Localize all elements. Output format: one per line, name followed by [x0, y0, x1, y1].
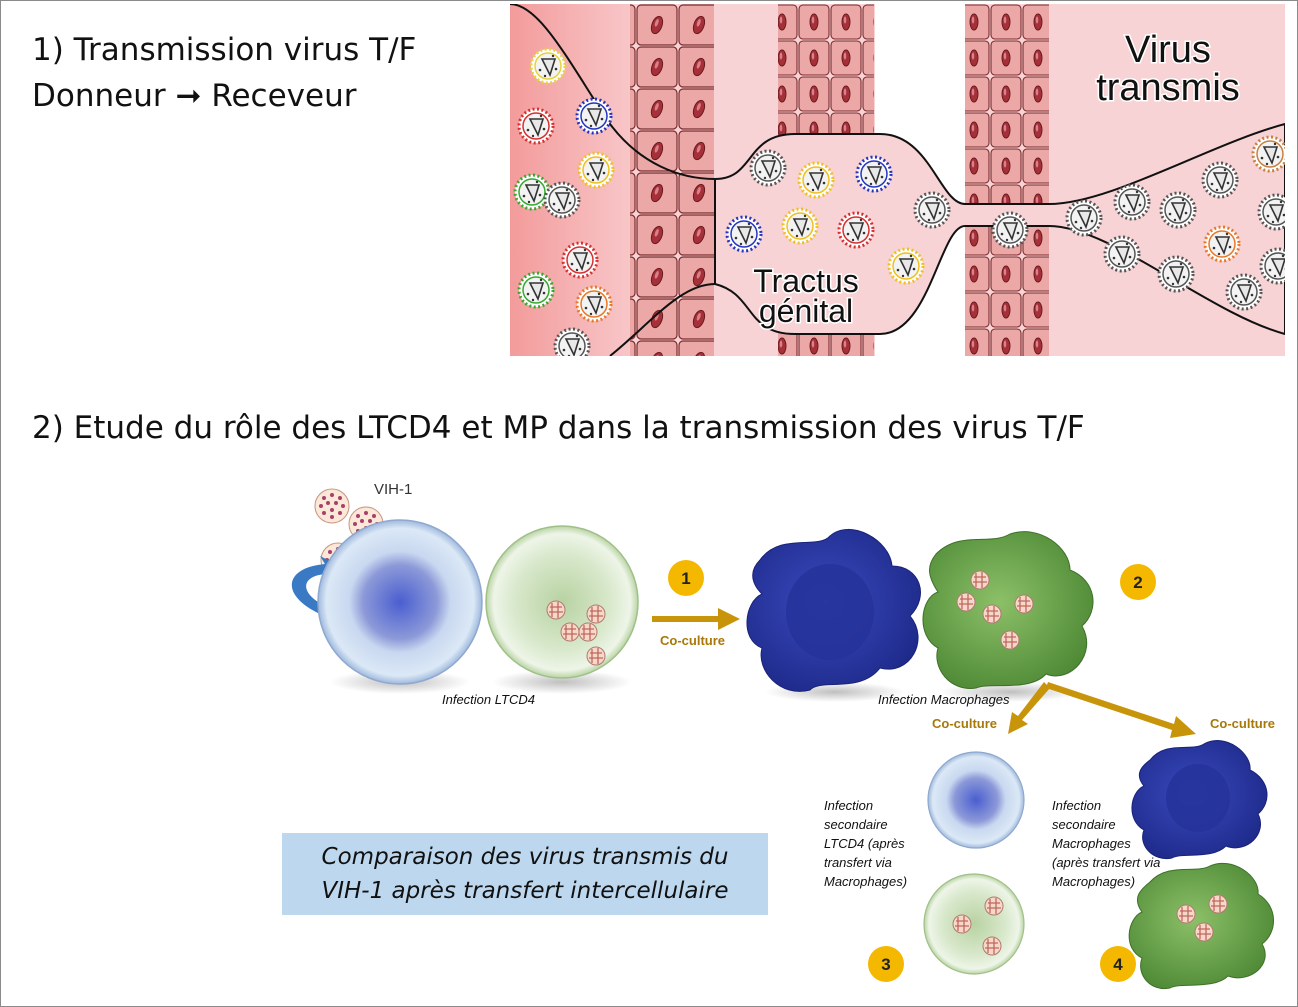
step-badge-3: [868, 946, 904, 982]
donor-label: Donneur: [32, 78, 166, 114]
coculture-label-1: Co-culture: [660, 633, 725, 648]
secondary-macro-line-2: secondaire: [1052, 817, 1116, 832]
coculture-label-3: Co-culture: [1210, 716, 1275, 731]
step-badge-1: [668, 560, 704, 596]
step-badge-4: [1100, 946, 1136, 982]
secondary-ltcd4-infected-cell: [923, 873, 1025, 975]
comparison-line-1: Comparaison des virus transmis du: [321, 844, 729, 870]
section1-donor-recipient: Donneur ➞ Receveur: [32, 76, 356, 116]
secondary-ltcd4-label: Infection secondaire LTCD4 (après transf…: [824, 798, 907, 889]
secondary-ltcd4-cell: [927, 751, 1025, 849]
infection-macrophages-label: Infection Macrophages: [878, 692, 1010, 707]
step-number-4: 4: [1113, 955, 1123, 974]
secondary-macro-line-4: (après transfert via: [1052, 855, 1160, 870]
ltcd4-infected-cell: [485, 525, 639, 679]
coculture-label-2: Co-culture: [932, 716, 997, 731]
secondary-ltcd4-line-5: Macrophages): [824, 874, 907, 889]
section1-title: 1) Transmission virus T/F: [32, 32, 417, 68]
coculture-diagram: VIH-1 Infection LTCD4 1 Co-culture 2 Inf…: [291, 481, 1275, 990]
transmitted-virus-label-line1: Virus: [1125, 29, 1211, 71]
step-number-3: 3: [881, 955, 890, 974]
coculture-arrow-3: [1046, 682, 1196, 738]
secondary-ltcd4-line-3: LTCD4 (après: [824, 836, 905, 851]
step-number-1: 1: [681, 569, 690, 588]
macrophage-green: [922, 531, 1094, 689]
infection-ltcd4-label: Infection LTCD4: [442, 692, 535, 707]
coculture-arrow-1: [652, 608, 740, 630]
transmission-arrow: ➞: [175, 78, 202, 114]
secondary-macro-line-5: Macrophages): [1052, 874, 1135, 889]
step-badge-2: [1120, 564, 1156, 600]
secondary-macro-line-3: Macrophages: [1052, 836, 1131, 851]
secondary-ltcd4-line-4: transfert via: [824, 855, 892, 870]
comparison-box: Comparaison des virus transmis du VIH-1 …: [282, 833, 768, 915]
secondary-ltcd4-line-1: Infection: [824, 798, 873, 813]
section2-title: 2) Etude du rôle des LTCD4 et MP dans la…: [32, 410, 1085, 446]
step-number-2: 2: [1133, 573, 1142, 592]
ltcd4-cell: [317, 519, 483, 685]
genital-tract-label-line2: génital: [759, 293, 853, 329]
transmitted-virus-label-line2: transmis: [1096, 67, 1240, 109]
secondary-macrophages-label: Infection secondaire Macrophages (après …: [1052, 798, 1160, 889]
genital-tract-illustration: Virus transmis Tractus génital: [510, 4, 1285, 356]
coculture-arrow-2: [1008, 682, 1050, 734]
secondary-macro-line-1: Infection: [1052, 798, 1101, 813]
secondary-ltcd4-line-2: secondaire: [824, 817, 888, 832]
comparison-line-2: VIH-1 après transfert intercellulaire: [321, 878, 729, 904]
recipient-label: Receveur: [211, 78, 357, 114]
virus-label: VIH-1: [374, 481, 412, 498]
genital-tract-label-line1: Tractus: [753, 263, 859, 299]
